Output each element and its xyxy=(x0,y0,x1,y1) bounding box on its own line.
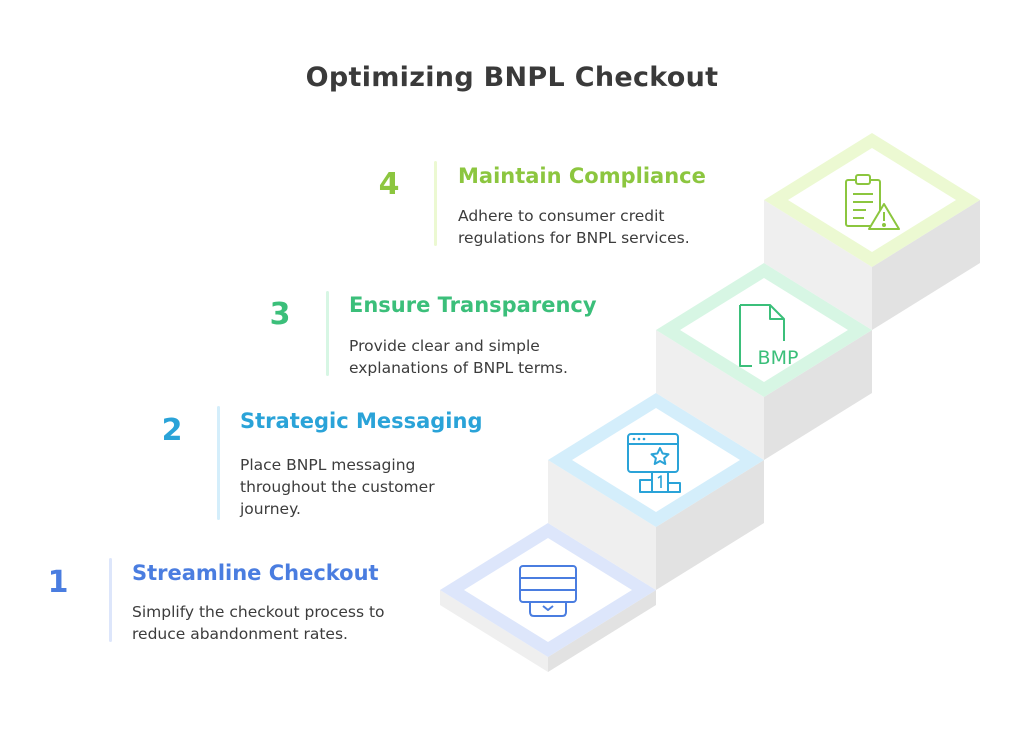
step-divider xyxy=(109,558,112,642)
step-heading: Strategic Messaging xyxy=(240,409,483,433)
clipboard-warning-icon xyxy=(845,174,900,230)
bmp-file-icon: BMP xyxy=(739,304,799,369)
step-divider xyxy=(217,406,220,520)
step-description: Simplify the checkout process to reduce … xyxy=(132,603,385,643)
stair-step-4 xyxy=(764,133,980,330)
step-heading: Maintain Compliance xyxy=(458,164,706,188)
step-number: 3 xyxy=(269,297,291,332)
step-divider xyxy=(326,291,329,376)
step-description: Provide clear and simple explanations of… xyxy=(349,337,568,377)
step-divider xyxy=(434,161,437,246)
step-heading: Streamline Checkout xyxy=(132,561,379,585)
step-number: 1 xyxy=(47,565,69,600)
step-number: 2 xyxy=(161,413,183,448)
step-description: Place BNPL messaging throughout the cust… xyxy=(240,456,435,518)
svg-text:BMP: BMP xyxy=(758,347,799,369)
step-number: 4 xyxy=(378,167,400,202)
browser-award-icon xyxy=(627,433,681,493)
step-description: Adhere to consumer credit regulations fo… xyxy=(458,207,690,247)
checkout-terminal-icon xyxy=(519,565,577,617)
page-title: Optimizing BNPL Checkout xyxy=(305,62,719,93)
step-heading: Ensure Transparency xyxy=(349,293,597,317)
